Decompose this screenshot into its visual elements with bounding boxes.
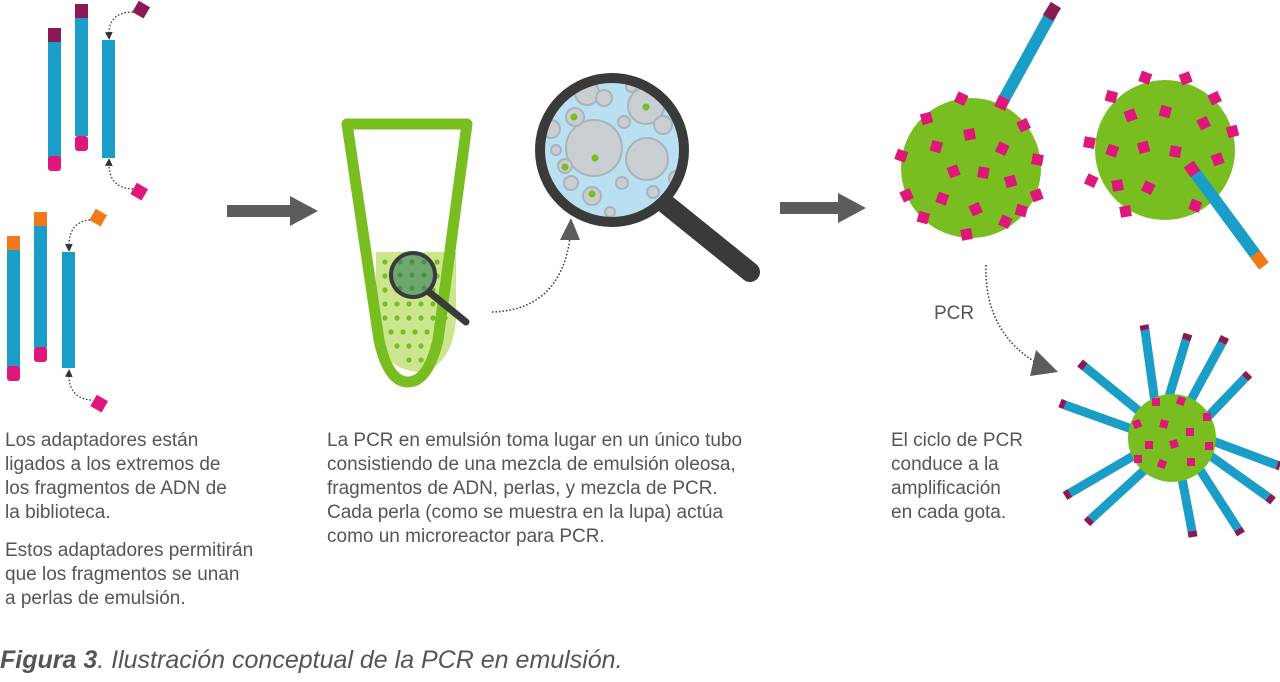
dotted-arrow: [104, 11, 134, 40]
dna-fragment: [34, 212, 47, 362]
bead-primers: [1131, 395, 1213, 470]
arrow-head: [560, 218, 580, 240]
emulsion-tube-description: La PCR en emulsión toma lugar en un únic…: [327, 430, 743, 547]
process-arrow-1: [227, 196, 318, 226]
emulsion-droplets: [541, 80, 684, 218]
dotted-arrow: [64, 369, 92, 401]
pcr-label: PCR: [934, 303, 975, 324]
dotted-arrow: [64, 219, 91, 252]
bead-with-primers-1: [894, 1, 1062, 241]
arrow-head: [1030, 350, 1058, 376]
adapter-piece: [89, 208, 108, 227]
dna-fragment: [48, 28, 61, 171]
dotted-arrow-pcr: [985, 264, 1036, 363]
caption-text: . Ilustración conceptual de la PCR en em…: [97, 646, 623, 674]
bead-primers: [894, 91, 1044, 241]
small-magnifier-icon: [389, 251, 470, 326]
dna-fragments-group-2: [7, 208, 109, 413]
adapter-piece: [90, 394, 109, 413]
adapter-piece: [130, 182, 149, 201]
big-magnifier-icon: [535, 73, 760, 282]
figure-caption: Figura 3. Ilustración conceptual de la P…: [0, 646, 623, 675]
process-arrow-2: [780, 193, 866, 223]
dna-fragment: [7, 236, 20, 381]
dna-fragment: [62, 252, 75, 368]
adapter-piece: [132, 0, 151, 19]
dotted-arrow-to-magnifier: [491, 237, 571, 313]
amplified-bead: [1058, 324, 1280, 538]
dna-fragment: [75, 4, 88, 151]
caption-figure-number: Figura 3: [0, 646, 98, 674]
bead-with-primers-2: [1083, 70, 1269, 270]
library-adapters-purpose-text: Estos adaptadores permitirán que los fra…: [5, 540, 254, 609]
library-adapters-text: Los adaptadores están ligados a los extr…: [5, 430, 227, 523]
pcr-cycle-description: El ciclo de PCR conduce a la amplificaci…: [891, 430, 1023, 523]
dotted-arrow: [104, 158, 134, 190]
dna-fragments-group-1: [48, 0, 151, 201]
bead-primers: [1083, 70, 1240, 218]
dna-fragment: [102, 40, 115, 158]
